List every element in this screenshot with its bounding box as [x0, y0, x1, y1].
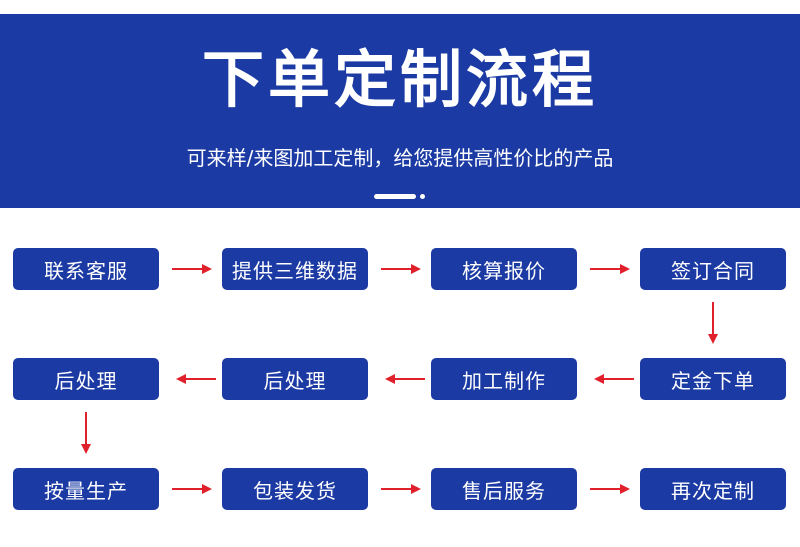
- arrow-right-icon: [172, 264, 212, 274]
- step-after-sales: 售后服务: [431, 468, 577, 510]
- arrow-right-icon: [590, 264, 630, 274]
- step-packing-shipping: 包装发货: [222, 468, 368, 510]
- step-quotation: 核算报价: [431, 248, 577, 290]
- step-deposit-order: 定金下单: [640, 358, 786, 400]
- arrow-left-icon: [176, 374, 216, 384]
- page-subtitle: 可来样/来图加工定制，给您提供高性价比的产品: [186, 146, 614, 170]
- step-custom-again: 再次定制: [640, 468, 786, 510]
- arrow-left-icon: [385, 374, 425, 384]
- step-post-processing-1: 后处理: [222, 358, 368, 400]
- step-provide-3d-data: 提供三维数据: [222, 248, 368, 290]
- arrow-right-icon: [381, 484, 421, 494]
- step-mass-production: 按量生产: [13, 468, 159, 510]
- arrow-right-icon: [381, 264, 421, 274]
- arrow-right-icon: [590, 484, 630, 494]
- page-title: 下单定制流程: [201, 43, 598, 116]
- step-machining: 加工制作: [431, 358, 577, 400]
- arrow-down-icon: [81, 412, 91, 454]
- step-sign-contract: 签订合同: [640, 248, 786, 290]
- arrow-right-icon: [172, 484, 212, 494]
- arrow-left-icon: [594, 374, 634, 384]
- step-contact-service: 联系客服: [13, 248, 159, 290]
- decorative-divider: [374, 194, 426, 200]
- step-post-processing-2: 后处理: [13, 358, 159, 400]
- arrow-down-icon: [708, 302, 718, 344]
- header-banner: 下单定制流程 可来样/来图加工定制，给您提供高性价比的产品: [0, 14, 800, 208]
